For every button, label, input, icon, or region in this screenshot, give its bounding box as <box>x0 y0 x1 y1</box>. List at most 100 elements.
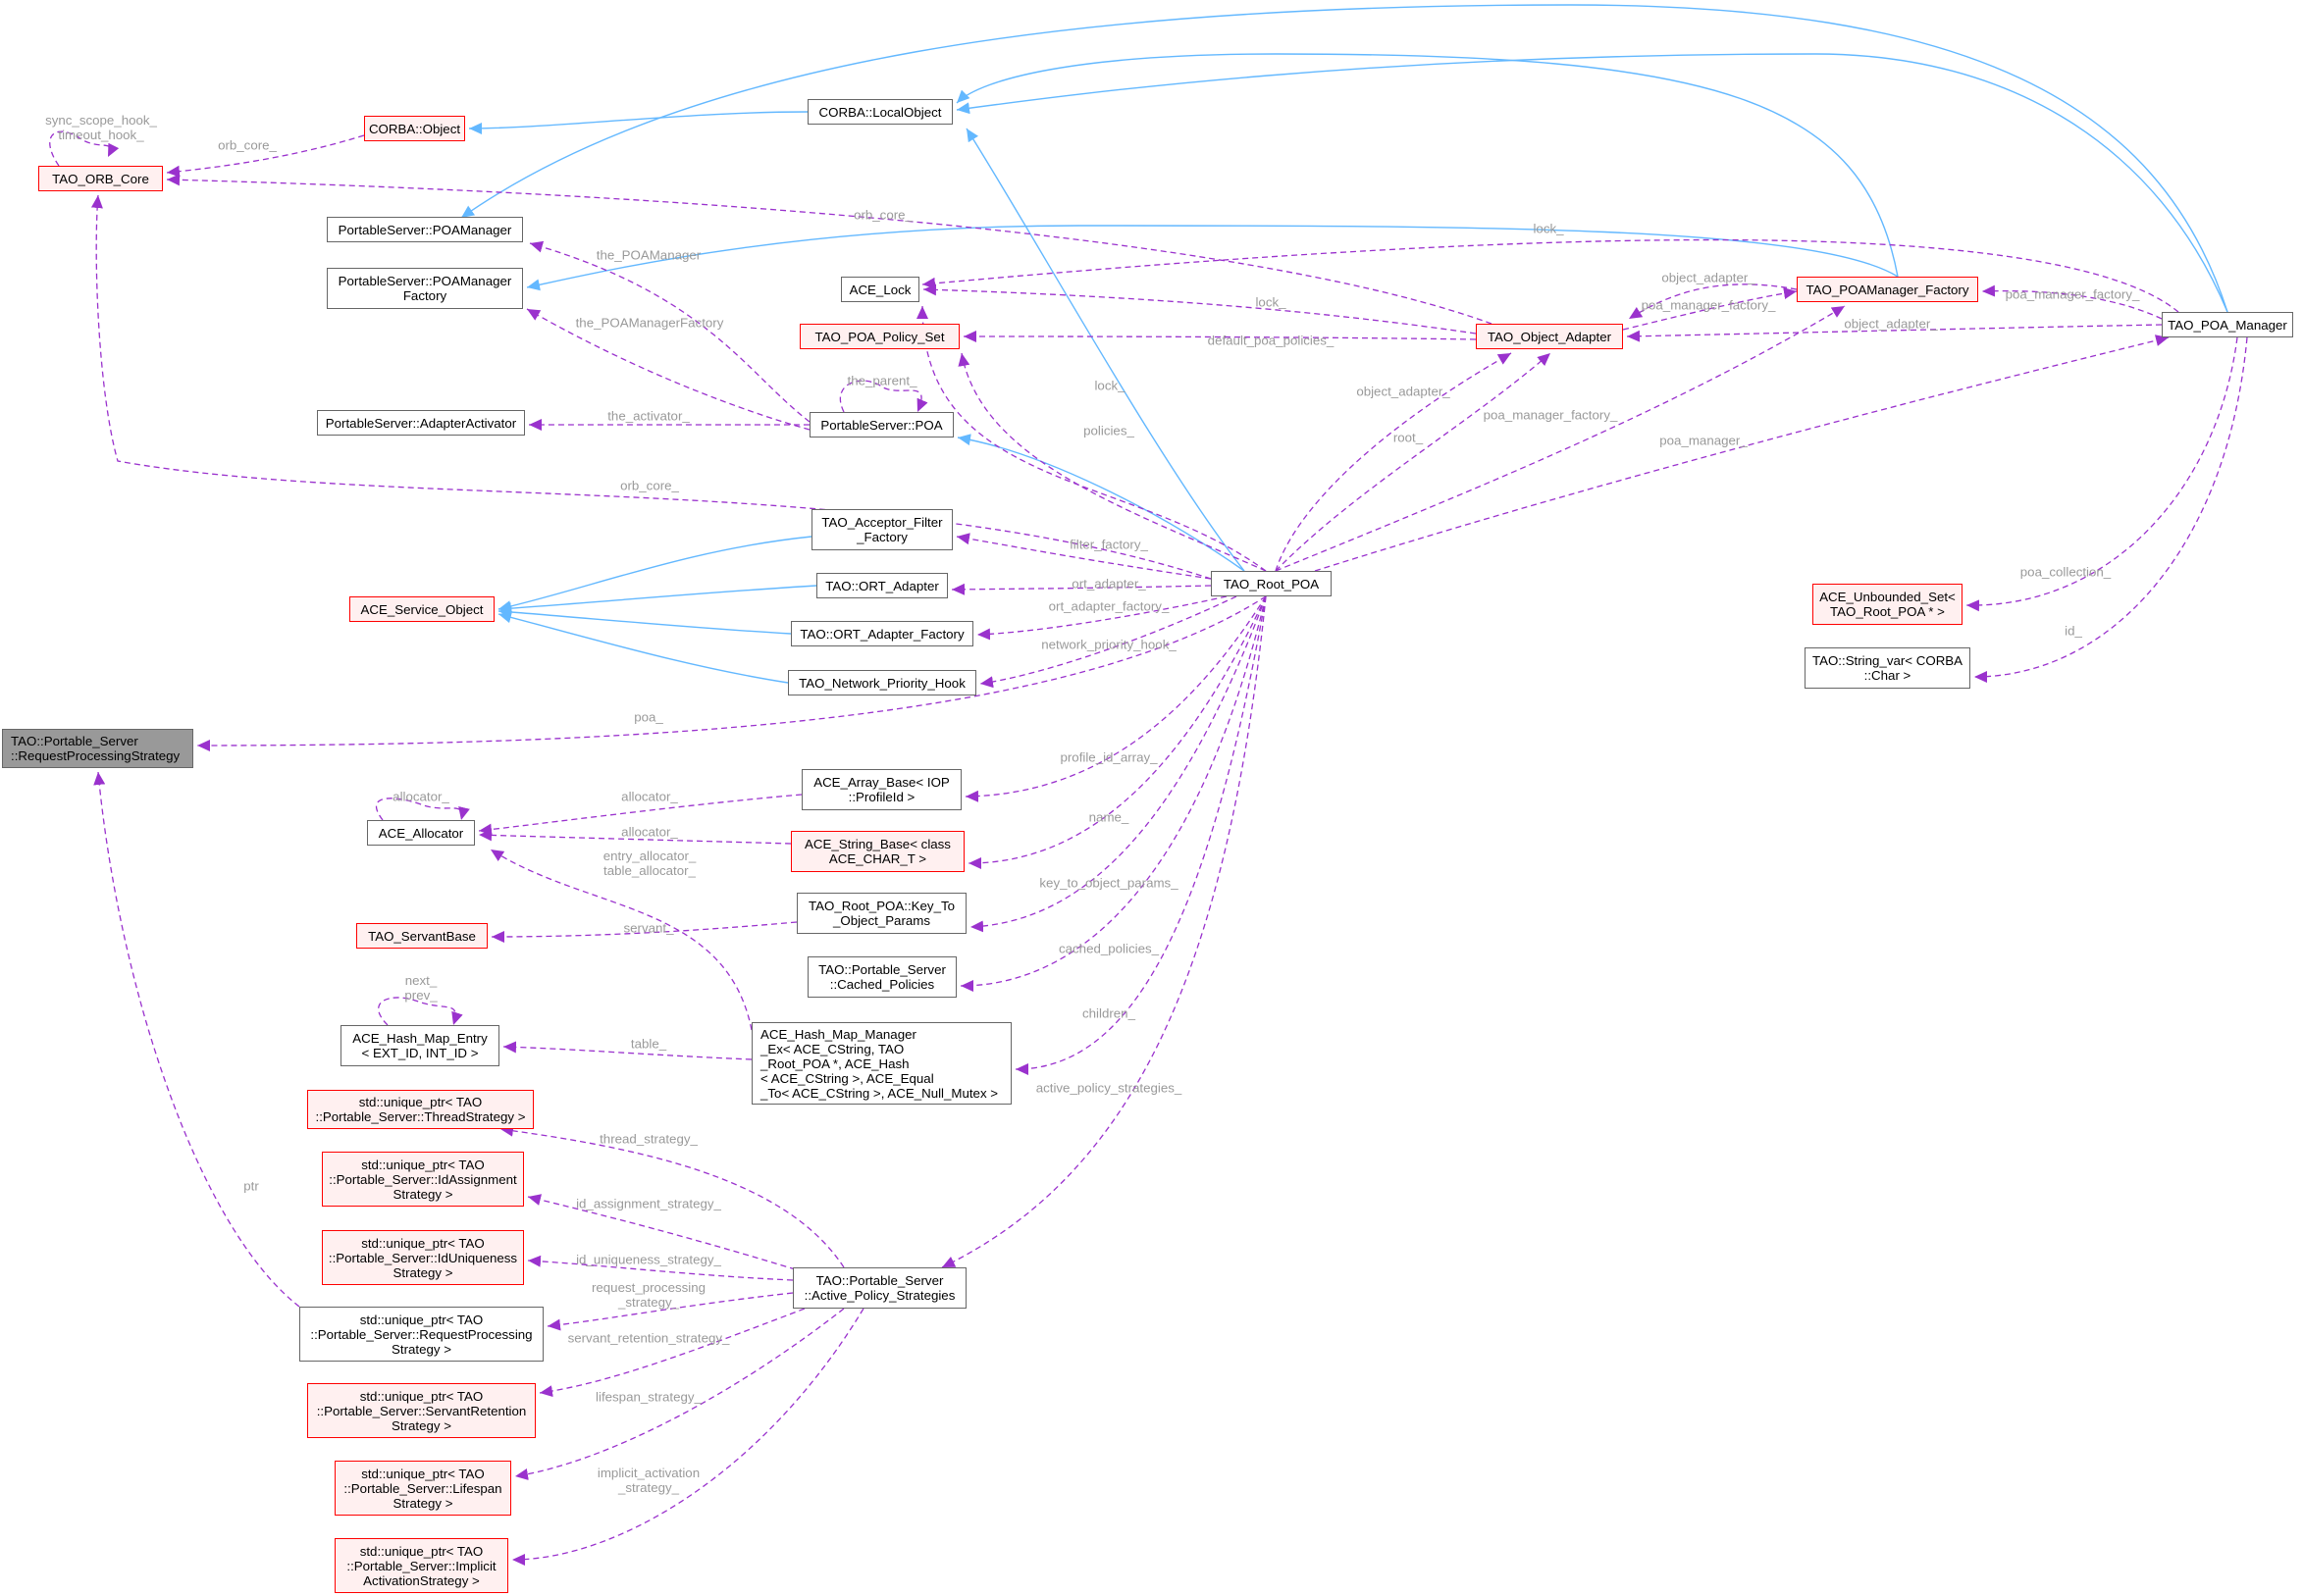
edge-label: lock_ <box>1533 221 1564 236</box>
node-up-requestprocessing-strategy[interactable]: std::unique_ptr< TAO ::Portable_Server::… <box>299 1307 544 1362</box>
edge-use-cobj-orb <box>166 134 365 178</box>
edge-label: implicit_activation _strategy_ <box>597 1466 701 1495</box>
edge-label: policies_ <box>1083 423 1134 438</box>
node-network-priority-hook[interactable]: TAO_Network_Priority_Hook <box>788 670 976 695</box>
node-ace-lock[interactable]: ACE_Lock <box>841 277 919 302</box>
edge-label: ort_adapter_factory_ <box>1048 598 1170 614</box>
node-up-thread-strategy[interactable]: std::unique_ptr< TAO ::Portable_Server::… <box>307 1090 534 1129</box>
node-ace-service-object[interactable]: ACE_Service_Object <box>349 596 495 622</box>
edge-label: allocator_ <box>621 789 678 804</box>
edge-use-ktop-sbase <box>491 921 798 943</box>
edge-label: the_POAManagerFactory <box>575 315 724 331</box>
edge-use-rootpoa-ktop <box>969 595 1267 933</box>
node-tao-root-poa[interactable]: TAO_Root_POA <box>1211 571 1332 596</box>
edge-inherit-rootpoa-poa <box>957 434 1245 572</box>
edge-inherit-poamf-localobject <box>956 53 1899 278</box>
edge-inherit-tpm-localobject <box>956 53 2228 313</box>
edge-label: entry_allocator_ table_allocator_ <box>602 849 697 878</box>
edge-use-apst-upia <box>511 1308 864 1566</box>
node-active-policy-strategies[interactable]: TAO::Portable_Server ::Active_Policy_Str… <box>793 1267 967 1309</box>
edge-label: the_parent_ <box>847 373 917 388</box>
edge-label: id_uniqueness_strategy_ <box>576 1252 721 1267</box>
node-tao-poa-manager[interactable]: TAO_POA_Manager <box>2162 312 2293 337</box>
node-up-lifespan-strategy[interactable]: std::unique_ptr< TAO ::Portable_Server::… <box>335 1461 511 1516</box>
node-tao-orb-core[interactable]: TAO_ORB_Core <box>38 166 163 191</box>
edge-use-uprp-rps <box>93 771 300 1308</box>
edge-use-hme-self <box>378 997 463 1026</box>
edge-label: network_priority_hook_ <box>1041 637 1177 652</box>
edge-inherit-ortaf-aso <box>497 606 792 635</box>
edge-use-tpmf-objad <box>1628 283 1798 320</box>
edge-label: poa_manager_factory_ <box>2005 286 2140 302</box>
node-ace-hash-map-entry[interactable]: ACE_Hash_Map_Entry < EXT_ID, INT_ID > <box>340 1025 499 1066</box>
edge-label: id_assignment_strategy_ <box>576 1196 721 1211</box>
node-tao-poa-policy-set[interactable]: TAO_POA_Policy_Set <box>800 324 960 349</box>
node-request-processing-strategy[interactable]: TAO::Portable_Server ::RequestProcessing… <box>2 729 193 768</box>
edge-label: children_ <box>1082 1005 1135 1021</box>
node-up-servantretention-strategy[interactable]: std::unique_ptr< TAO ::Portable_Server::… <box>307 1383 536 1438</box>
edge-label: ort_adapter_ <box>1072 576 1146 592</box>
edge-use-rootpoa-objad <box>1275 352 1512 572</box>
edge-label: sync_scope_hook_ timeout_hook_ <box>45 113 157 142</box>
edge-use-objad-orb <box>166 174 1492 325</box>
edge-use-rootpoa-tpmf <box>1275 305 1846 572</box>
node-tao-object-adapter[interactable]: TAO_Object_Adapter <box>1476 324 1623 349</box>
node-ace-allocator[interactable]: ACE_Allocator <box>367 820 475 846</box>
edge-label: lock_ <box>1094 378 1125 393</box>
node-ace-unbounded-set[interactable]: ACE_Unbounded_Set< TAO_Root_POA * > <box>1812 584 1963 625</box>
edge-use-arrb-alloc <box>478 794 803 836</box>
edge-label: cached_policies_ <box>1058 941 1160 956</box>
edge-inherit-orta-aso <box>497 585 817 615</box>
edge-label: poa_manager_factory_ <box>1641 297 1776 313</box>
node-ort-adapter[interactable]: TAO::ORT_Adapter <box>816 573 948 598</box>
node-poamanager-factory[interactable]: PortableServer::POAManager Factory <box>327 268 523 309</box>
node-ace-hash-map-manager[interactable]: ACE_Hash_Map_Manager _Ex< ACE_CString, T… <box>752 1022 1012 1105</box>
edge-label: object_adapter_ <box>1356 384 1450 399</box>
edge-label: orb_core_ <box>218 137 277 153</box>
edge-label: request_processing _strategy_ <box>591 1280 707 1310</box>
edge-label: next_ prev_ <box>404 973 438 1003</box>
edge-use-poa-self <box>839 380 928 413</box>
edge-label: poa_manager_factory_ <box>1483 407 1618 423</box>
edge-use-rootpoa-arrb <box>965 595 1267 802</box>
edge-label: filter_factory_ <box>1070 537 1148 552</box>
node-ort-adapter-factory[interactable]: TAO::ORT_Adapter_Factory <box>791 621 973 646</box>
node-up-implicitactivation-strategy[interactable]: std::unique_ptr< TAO ::Portable_Server::… <box>335 1538 508 1593</box>
node-key-to-object-params[interactable]: TAO_Root_POA::Key_To _Object_Params <box>797 893 967 934</box>
node-up-iduniqueness-strategy[interactable]: std::unique_ptr< TAO ::Portable_Server::… <box>322 1230 524 1285</box>
node-corba-localobject[interactable]: CORBA::LocalObject <box>808 99 953 125</box>
node-tao-poamanager-factory[interactable]: TAO_POAManager_Factory <box>1797 277 1978 302</box>
edge-use-hmm-alloc <box>490 849 753 1031</box>
edge-inherit-rootpoa-localobject <box>966 128 1245 572</box>
node-acceptor-filter-factory[interactable]: TAO_Acceptor_Filter _Factory <box>811 509 953 550</box>
edge-label: poa_collection_ <box>2019 564 2112 580</box>
edge-use-rootpoa-objad-root <box>1275 352 1551 572</box>
node-poamanager[interactable]: PortableServer::POAManager <box>327 217 523 242</box>
node-up-idassignment-strategy[interactable]: std::unique_ptr< TAO ::Portable_Server::… <box>322 1152 524 1207</box>
node-ace-string-base[interactable]: ACE_String_Base< class ACE_CHAR_T > <box>791 831 965 872</box>
node-portableserver-poa[interactable]: PortableServer::POA <box>810 412 954 438</box>
edge-use-apst-upidu <box>527 1255 794 1281</box>
edge-label: object_adapter_ <box>1844 316 1938 332</box>
node-ace-array-base[interactable]: ACE_Array_Base< IOP ::ProfileId > <box>802 769 962 810</box>
node-string-var[interactable]: TAO::String_var< CORBA ::Char > <box>1805 647 1970 689</box>
edge-use-apst-uprp <box>547 1292 794 1331</box>
edge-label: the_POAManager <box>596 247 702 263</box>
edge-use-rootpoa-orta <box>951 583 1212 595</box>
edge-label: allocator_ <box>621 824 678 840</box>
edge-label: name_ <box>1088 809 1129 825</box>
node-adapter-activator[interactable]: PortableServer::AdapterActivator <box>317 410 525 436</box>
edge-label: poa_manager_ <box>1659 433 1748 448</box>
edge-inherit-taf-aso <box>497 536 812 612</box>
edge-label: table_ <box>630 1036 667 1052</box>
node-corba-object[interactable]: CORBA::Object <box>364 116 465 141</box>
edge-use-tpm-aus <box>1965 336 2238 612</box>
edge-label: root_ <box>1392 430 1424 445</box>
edge-label: active_policy_strategies_ <box>1035 1080 1182 1096</box>
node-cached-policies[interactable]: TAO::Portable_Server ::Cached_Policies <box>808 956 957 998</box>
edge-use-rootpoa-acelock <box>916 305 1267 572</box>
edge-use-apst-upsr <box>539 1308 806 1398</box>
node-tao-servantbase[interactable]: TAO_ServantBase <box>356 923 488 949</box>
edge-label: key_to_object_params_ <box>1039 875 1178 891</box>
